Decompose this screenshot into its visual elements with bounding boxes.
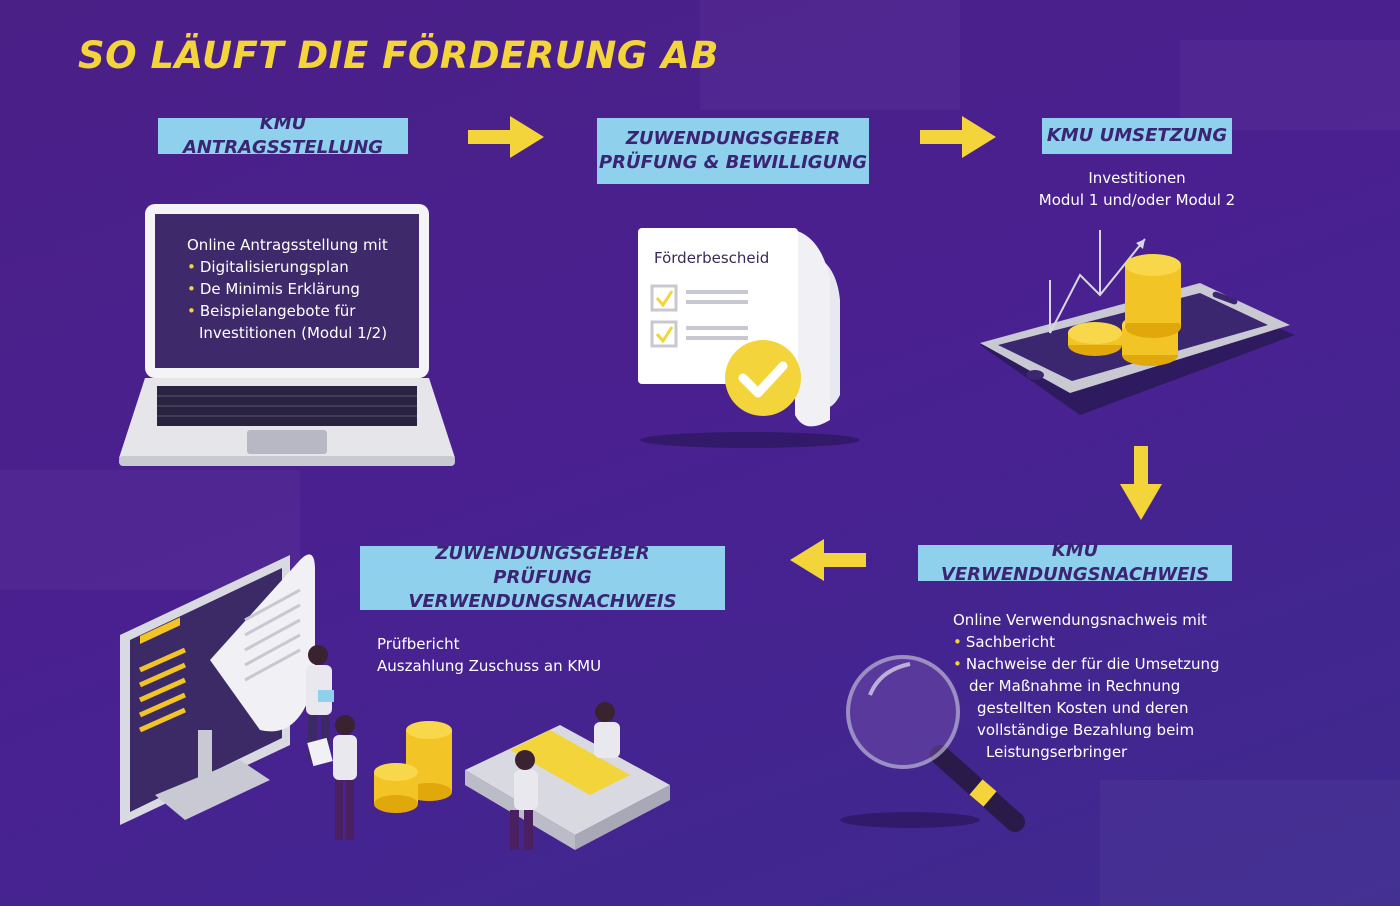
desc-continuation: der Maßnahme in Rechnung — [969, 677, 1181, 695]
step-5-description: Prüfbericht Auszahlung Zuschuss an KMU — [377, 633, 601, 677]
page-title: SO LÄUFT DIE FÖRDERUNG AB — [78, 34, 719, 77]
step-4-label: KMU VERWENDUNGSNACHWEIS — [918, 540, 1232, 585]
monitor-people-money-icon — [120, 554, 670, 850]
desc-item: •Nachweise der für die Umsetzung — [953, 655, 1220, 673]
document-title: Förderbescheid — [654, 249, 770, 267]
approval-document-icon — [638, 228, 860, 448]
desc-line: Auszahlung Zuschuss an KMU — [377, 657, 602, 675]
bg-tile — [700, 0, 960, 110]
smartphone-coins-icon — [980, 230, 1295, 415]
step-2-label-line: ZUWENDUNGSGEBER — [625, 128, 841, 149]
step-2-label: ZUWENDUNGSGEBER PRÜFUNG & BEWILLIGUNG — [597, 118, 869, 184]
step-5-label-line: ZUWENDUNGSGEBER — [435, 543, 650, 564]
step-5-label-line: PRÜFUNG VERWENDUNGSNACHWEIS — [408, 567, 677, 612]
magnifier-icon — [840, 655, 1025, 832]
desc-line: Modul 1 und/oder Modul 2 — [1038, 191, 1236, 209]
arrow-right-icon — [920, 116, 996, 158]
arrow-right-icon — [468, 116, 544, 158]
laptop-icon — [119, 204, 455, 466]
bg-tile — [1180, 40, 1400, 130]
desc-continuation: vollständige Bezahlung beim — [977, 721, 1195, 739]
screen-item: •Beispielangebote für — [187, 302, 356, 320]
screen-item: •Digitalisierungsplan — [187, 258, 349, 276]
desc-line: Prüfbericht — [377, 635, 460, 653]
step-2-label-line: PRÜFUNG & BEWILLIGUNG — [598, 152, 868, 173]
screen-continuation: Investitionen (Modul 1/2) — [199, 324, 388, 342]
step-5-label: ZUWENDUNGSGEBER PRÜFUNG VERWENDUNGSNACHW… — [360, 543, 725, 612]
arrow-down-icon — [1120, 446, 1162, 520]
desc-continuation: gestellten Kosten und deren — [977, 699, 1189, 717]
laptop-screen-text: Online Antragsstellung mit •Digitalisier… — [187, 234, 388, 344]
screen-item: •De Minimis Erklärung — [187, 280, 360, 298]
step-3-description: Investitionen Modul 1 und/oder Modul 2 — [1020, 167, 1254, 211]
desc-continuation: Leistungserbringer — [986, 743, 1128, 761]
desc-item: •Sachbericht — [953, 633, 1056, 651]
screen-intro: Online Antragsstellung mit — [187, 236, 388, 254]
step-4-description: Online Verwendungsnachweis mit •Sachberi… — [953, 609, 1220, 763]
bg-tile — [1100, 780, 1400, 906]
desc-intro: Online Verwendungsnachweis mit — [953, 611, 1207, 629]
step-1-label: KMU ANTRAGSSTELLUNG — [158, 113, 408, 158]
arrow-left-icon — [790, 539, 866, 581]
desc-line: Investitionen — [1088, 169, 1186, 187]
step-3-label: KMU UMSETZUNG — [1042, 118, 1232, 154]
